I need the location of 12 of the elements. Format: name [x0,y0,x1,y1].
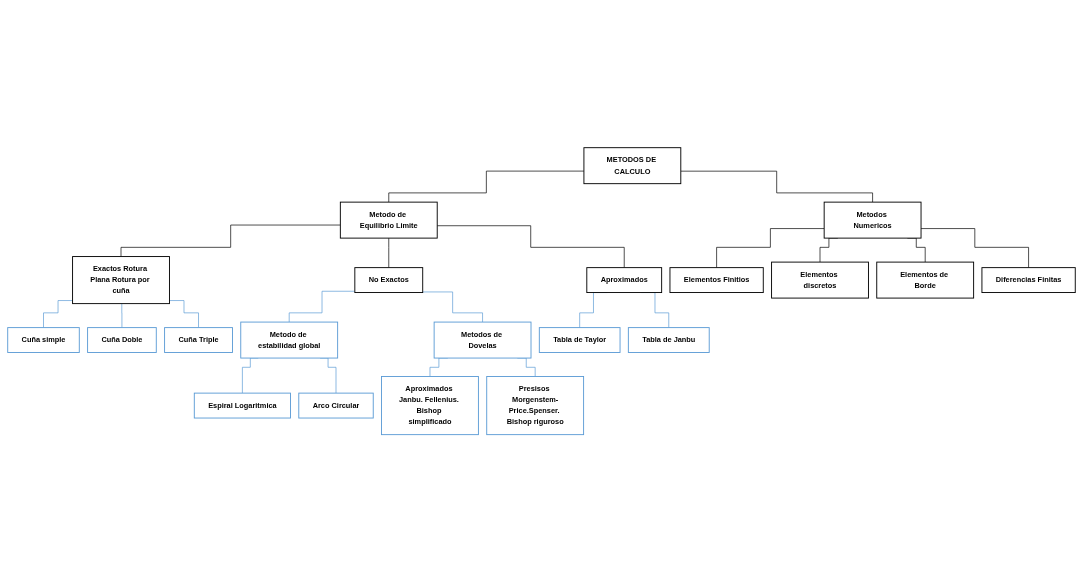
connector [121,303,123,329]
connector [120,225,341,258]
connector [43,300,73,329]
connector [422,291,483,323]
connector [388,171,585,203]
connector [169,300,199,329]
connector [436,225,625,269]
connector [288,291,356,323]
connector [920,228,1029,269]
connector [716,228,825,269]
connector [680,171,873,203]
connector [388,238,390,269]
